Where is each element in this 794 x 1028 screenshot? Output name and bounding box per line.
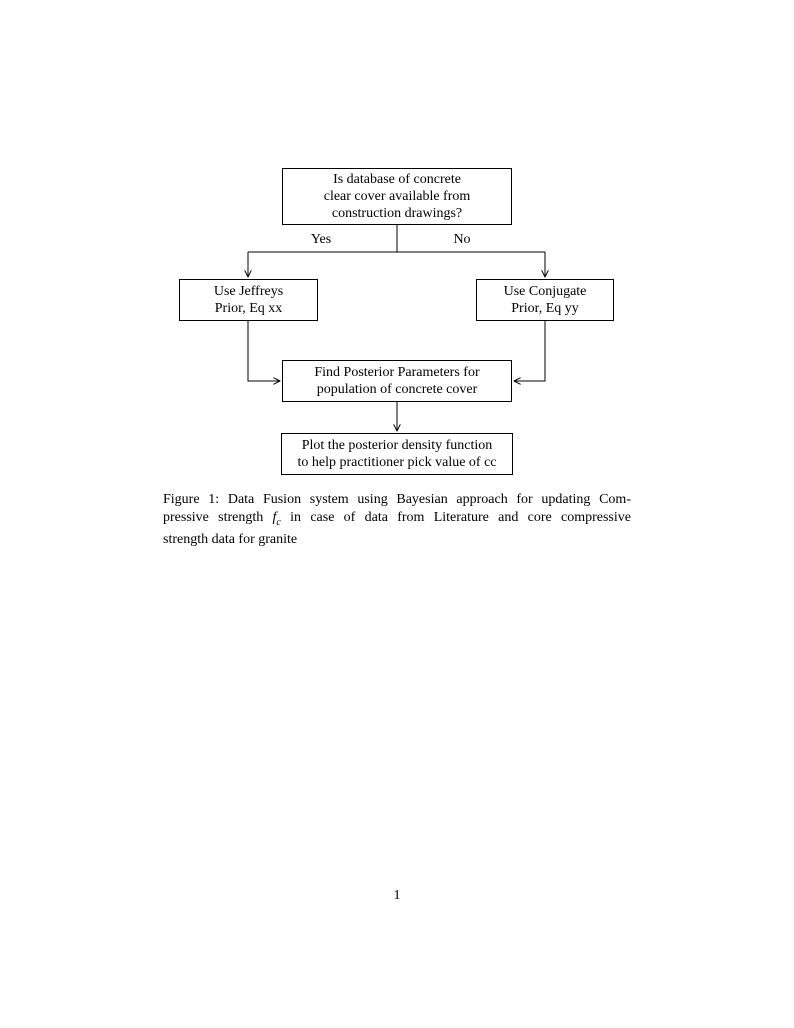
math-fc-subscript: c [276, 516, 281, 528]
node-jeffreys-line-2: Prior, Eq xx [214, 301, 283, 316]
node-plot-density: Plot the posterior density function to h… [281, 433, 513, 475]
figure-caption: Figure 1: Data Fusion system using Bayes… [163, 491, 631, 549]
caption-line-1: Figure 1: Data Fusion system using Bayes… [163, 492, 631, 507]
math-fc-symbol: f [272, 509, 277, 525]
caption-line-2: pressive strength fc in case of data fro… [163, 509, 631, 531]
branch-label-yes: Yes [310, 232, 332, 247]
node-plot-line-1: Plot the posterior density function [301, 438, 493, 453]
caption-line-2-text-after: in case of data from Literature and core… [280, 509, 631, 525]
node-jeffreys-prior: Use Jeffreys Prior, Eq xx [179, 279, 318, 321]
node-posterior-line-1: Find Posterior Parameters for [314, 365, 480, 380]
node-plot-line-2: to help practitioner pick value of cc [297, 455, 497, 470]
node-conjugate-line-2: Prior, Eq yy [511, 301, 579, 316]
page-number: 1 [393, 888, 401, 903]
node-posterior-line-2: population of concrete cover [316, 382, 478, 397]
caption-line-2-text: pressive strength [163, 509, 273, 525]
branch-label-no: No [453, 232, 471, 247]
node-jeffreys-line-1: Use Jeffreys [213, 284, 284, 299]
node-question-line-2: clear cover available from [323, 189, 471, 204]
node-conjugate-line-1: Use Conjugate [503, 284, 587, 299]
node-find-posterior: Find Posterior Parameters for population… [282, 360, 512, 402]
connector-jeffreys-to-posterior [247, 321, 281, 385]
node-conjugate-prior: Use Conjugate Prior, Eq yy [476, 279, 614, 321]
caption-line-3: strength data for granite [163, 531, 298, 547]
node-question-line-3: construction drawings? [331, 206, 463, 221]
node-question-line-1: Is database of concrete [333, 172, 461, 187]
node-question: Is database of concrete clear cover avai… [282, 168, 512, 225]
connector-conjugate-to-posterior [513, 321, 546, 385]
